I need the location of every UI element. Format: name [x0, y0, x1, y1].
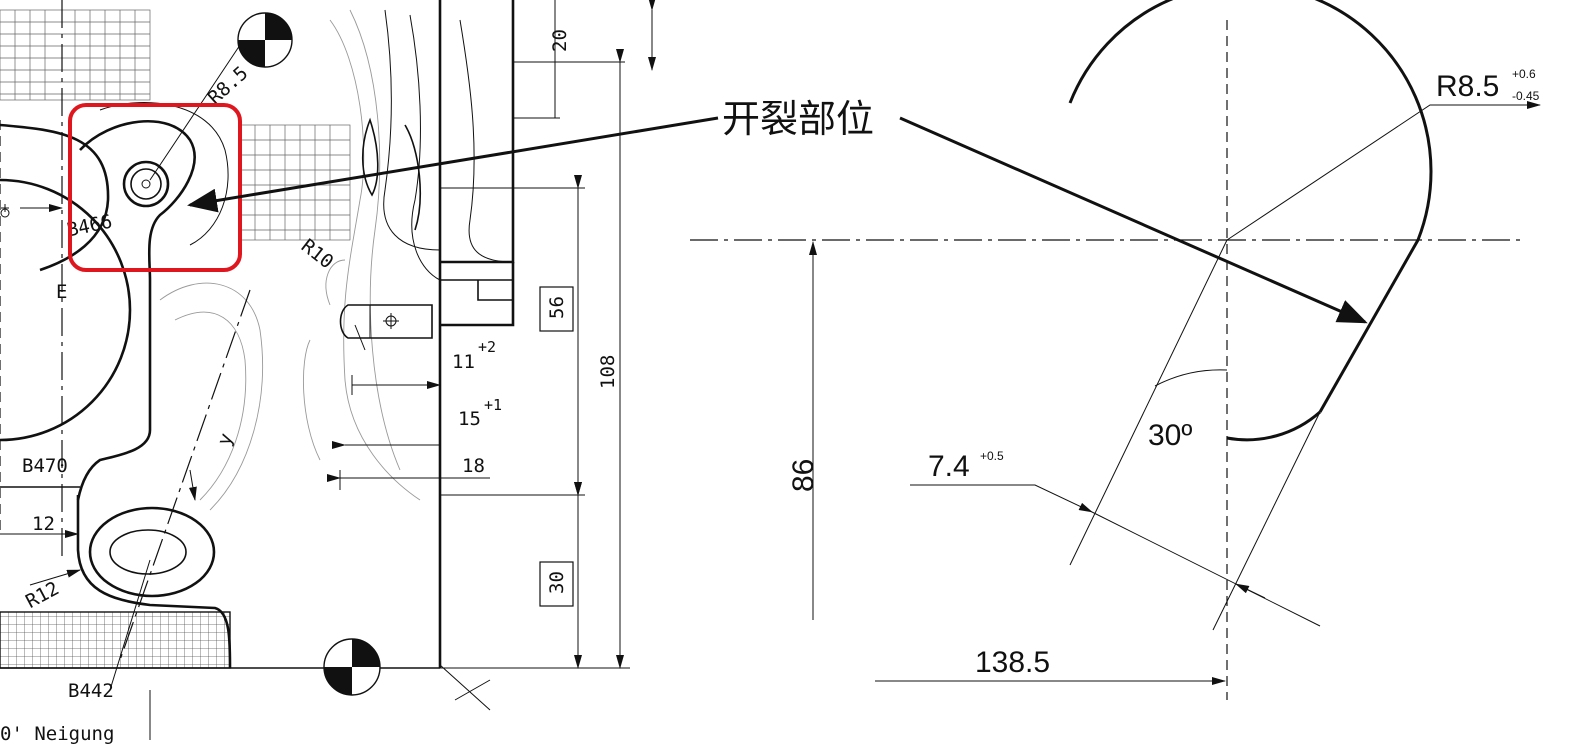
- radius-tol-upper: +0.6: [1512, 67, 1536, 81]
- view-arrow: [439, 664, 491, 711]
- width-tol: +0.5: [980, 449, 1004, 463]
- slot-line-a: [1069, 239, 1228, 566]
- casting-curve-d: [329, 19, 421, 501]
- radius-value: R8.5: [1436, 70, 1499, 103]
- detail-bottom-arc: [1226, 410, 1321, 442]
- boss-outer: [88, 506, 216, 598]
- radius-leader: [1226, 101, 1541, 241]
- web-contour: [159, 282, 263, 511]
- technical-drawing-left: R8.5 B466 E R10 B470 12 R12 B442 0' Neig…: [0, 0, 656, 745]
- callout-arrow-left: [187, 116, 719, 213]
- slot-feature-a: [361, 117, 379, 197]
- bore-outline: [0, 123, 110, 272]
- bolt-hole-center: [141, 179, 151, 189]
- label-e: E: [56, 281, 67, 303]
- width-dim-line: [1091, 511, 1321, 627]
- rib-contour: [99, 102, 229, 246]
- label-18: 18: [462, 455, 485, 477]
- label-15-tol: +1: [484, 396, 502, 414]
- label-11: 11: [452, 351, 475, 373]
- b442-leader: [109, 559, 151, 691]
- detail-view-right: R8.5 +0.6 -0.45 30º 7.4 +0.5 86 138.5: [690, 0, 1541, 700]
- dim-20-ext: [513, 61, 625, 119]
- left-center-circle: [0, 208, 10, 218]
- casting-curve-c: [459, 19, 514, 263]
- angle-value: 30º: [1148, 419, 1192, 452]
- dim-30-box: [539, 561, 574, 607]
- vertical-dim-value: 86: [787, 459, 820, 492]
- label-b442: B442: [68, 680, 114, 702]
- boss-axis: [119, 289, 251, 661]
- casting-curve-e: [349, 9, 401, 471]
- slot-feature-b: [404, 124, 421, 231]
- pin-fillet: [325, 259, 346, 306]
- detail-radius-arc: [1068, 0, 1433, 241]
- label-20: 20: [549, 29, 571, 52]
- casting-curve-b: [409, 14, 441, 281]
- crack-highlight-box: [68, 103, 242, 272]
- pin-center-cross: [383, 313, 399, 329]
- crack-location-label: 开裂部位: [722, 97, 874, 141]
- boss-inner: [109, 529, 187, 575]
- crack-callout: 开裂部位: [187, 97, 1368, 324]
- right-block-bottom: [440, 262, 515, 327]
- bolt-hole-inner: [130, 168, 162, 200]
- width-value: 7.4: [928, 450, 970, 483]
- width-leader: [910, 484, 1093, 513]
- main-bore-arc: [0, 178, 132, 442]
- label-15: 15: [458, 408, 481, 430]
- pin-body: [339, 304, 433, 339]
- grid-area-top: [0, 9, 351, 241]
- width-dim-arrow: [1235, 583, 1266, 599]
- slot-line-b: [1212, 411, 1321, 631]
- right-step: [440, 262, 514, 301]
- detail-slot-edge: [1318, 239, 1420, 413]
- dim-small-ext: [339, 375, 353, 490]
- y-dim: [188, 469, 197, 501]
- radius-tol-lower: -0.45: [1512, 89, 1540, 103]
- part-outline-lower: [76, 495, 232, 669]
- label-12: 12: [32, 513, 55, 535]
- horizontal-dim-value: 138.5: [975, 646, 1050, 679]
- label-108: 108: [597, 355, 619, 389]
- label-r85: R8.5: [204, 62, 253, 109]
- label-11-tol: +2: [478, 338, 496, 356]
- label-y: y: [213, 430, 238, 448]
- datum-symbol-top: [237, 12, 293, 68]
- label-r12: R12: [22, 577, 63, 613]
- dim-56-box: [539, 286, 574, 332]
- right-top-block: [440, 0, 515, 264]
- label-neigung: 0' Neigung: [0, 723, 114, 745]
- r12-leader: [29, 569, 81, 586]
- web-contour-inner: [174, 311, 247, 501]
- hatched-base: [0, 611, 231, 669]
- label-30: 30: [546, 571, 568, 594]
- callout-arrow-right: [899, 116, 1368, 324]
- left-center-mark: [1, 204, 9, 212]
- casting-curve-f: [302, 339, 321, 461]
- bolt-hole-outer: [122, 160, 170, 208]
- datum-symbol-bottom: [323, 638, 381, 696]
- label-b470: B470: [22, 455, 68, 477]
- part-outline-upper: [76, 119, 196, 501]
- angle-arc: [1154, 369, 1228, 387]
- r10-leader: [354, 324, 366, 351]
- dim-ext-lines: [440, 187, 630, 669]
- casting-curve-a: [383, 9, 441, 251]
- label-56: 56: [546, 296, 568, 319]
- r85-leader: [149, 44, 241, 181]
